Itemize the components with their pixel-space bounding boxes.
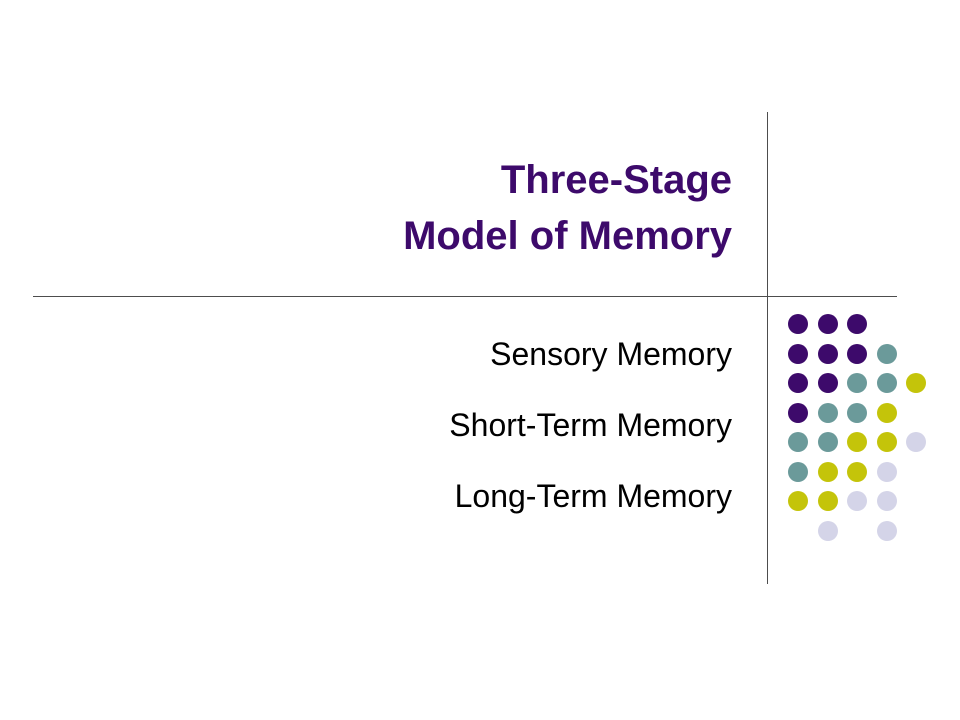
decorative-dot-olive xyxy=(817,461,838,482)
decorative-dot-lavender xyxy=(876,520,897,541)
decorative-dot-purple xyxy=(788,314,808,334)
bullet-item-short-term: Short-Term Memory xyxy=(449,407,732,443)
decorative-dot-olive xyxy=(788,491,808,511)
decorative-dot-purple xyxy=(817,373,838,393)
bullet-item-sensory: Sensory Memory xyxy=(490,336,732,372)
decorative-dot-purple xyxy=(847,314,867,334)
decorative-dot-olive xyxy=(906,373,926,393)
bullet-item-long-term: Long-Term Memory xyxy=(454,478,732,514)
title-line-2: Model of Memory xyxy=(403,214,732,258)
vertical-divider xyxy=(767,112,768,584)
decorative-dot-teal xyxy=(847,373,867,393)
decorative-dot-olive xyxy=(847,461,867,482)
decorative-dot-lavender xyxy=(847,491,867,511)
slide-title: Three-Stage Model of Memory xyxy=(403,152,732,264)
decorative-dot-lavender xyxy=(876,491,897,511)
decorative-dot-teal xyxy=(817,432,838,452)
decorative-dot-purple xyxy=(847,343,867,364)
decorative-dot-grid xyxy=(788,314,938,554)
decorative-dot-olive xyxy=(817,491,838,511)
title-line-1: Three-Stage xyxy=(500,158,732,202)
horizontal-divider xyxy=(33,296,897,297)
decorative-dot-teal xyxy=(788,461,808,482)
decorative-dot-teal xyxy=(876,373,897,393)
decorative-dot-teal xyxy=(847,402,867,423)
decorative-dot-lavender xyxy=(817,520,838,541)
decorative-dot-purple xyxy=(788,373,808,393)
decorative-dot-purple xyxy=(788,402,808,423)
decorative-dot-olive xyxy=(876,432,897,452)
bullet-list: Sensory Memory Short-Term Memory Long-Te… xyxy=(449,329,732,542)
decorative-dot-purple xyxy=(817,343,838,364)
decorative-dot-purple xyxy=(817,314,838,334)
decorative-dot-lavender xyxy=(906,432,926,452)
decorative-dot-teal xyxy=(817,402,838,423)
decorative-dot-teal xyxy=(788,432,808,452)
decorative-dot-olive xyxy=(847,432,867,452)
decorative-dot-lavender xyxy=(876,461,897,482)
decorative-dot-teal xyxy=(876,343,897,364)
decorative-dot-purple xyxy=(788,343,808,364)
decorative-dot-olive xyxy=(876,402,897,423)
